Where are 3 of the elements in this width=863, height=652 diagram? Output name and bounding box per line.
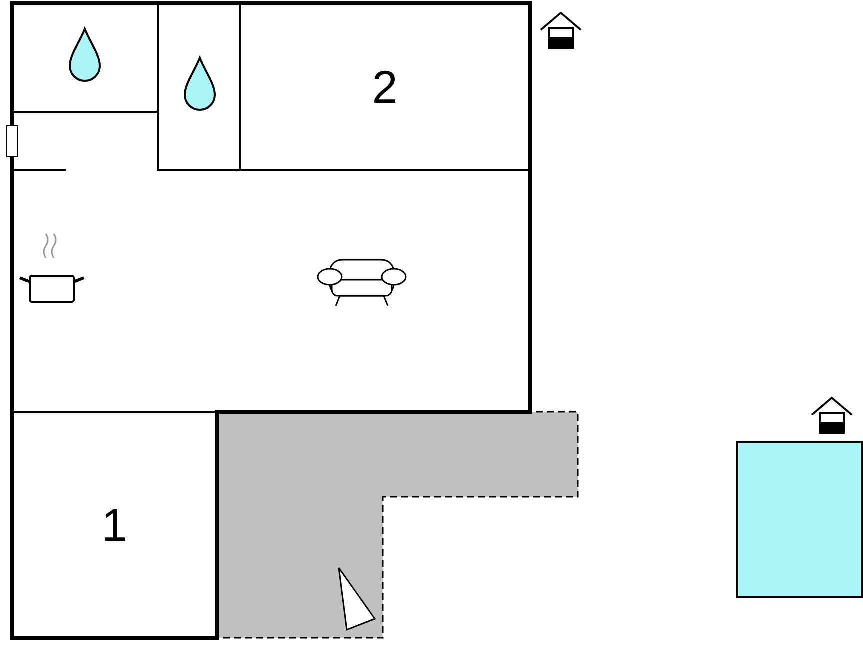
room-number: 1 bbox=[102, 502, 128, 548]
pool bbox=[736, 441, 863, 598]
room-number: 2 bbox=[372, 64, 398, 110]
